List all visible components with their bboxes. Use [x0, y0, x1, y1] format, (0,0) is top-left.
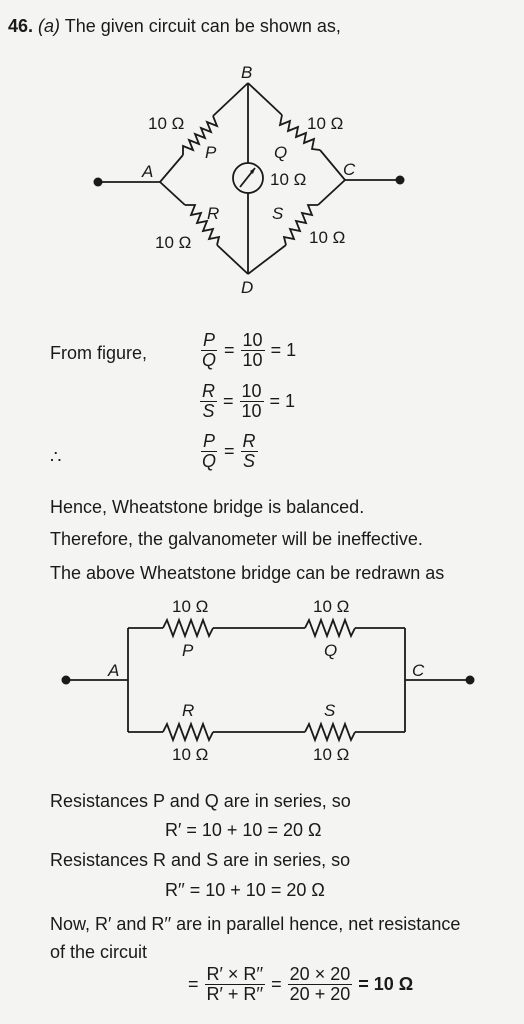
- resistor-q2-zigzag: [304, 617, 356, 639]
- resistor-p2-zigzag: [162, 617, 214, 639]
- balanced-statement: Hence, Wheatstone bridge is balanced.: [50, 497, 365, 517]
- galvanometer-statement: Therefore, the galvanometer will be inef…: [50, 529, 423, 549]
- therefore-symbol: ∴: [50, 447, 62, 467]
- redrawn-circuit-diagram: 10 Ω P 10 Ω Q A C R 10 Ω S 10 Ω: [61, 597, 475, 764]
- resistor-r-value: 10 Ω: [155, 233, 191, 252]
- series-rs-text: Resistances R and S are in series, so: [50, 850, 351, 870]
- question-number: 46.: [8, 16, 34, 36]
- resistor-q-name: Q: [274, 143, 287, 162]
- series-pq-text: Resistances P and Q are in series, so: [50, 791, 351, 811]
- redrawn-statement: The above Wheatstone bridge can be redra…: [50, 563, 445, 583]
- terminal-right: [465, 675, 475, 685]
- node-c2-label: C: [412, 661, 425, 680]
- series-rs-equation: R′′ = 10 + 10 = 20 Ω: [165, 880, 325, 900]
- galvanometer-circle: [232, 162, 264, 194]
- resistor-r-zigzag: [185, 204, 221, 246]
- node-d-label: D: [241, 278, 253, 297]
- resistor-q-value: 10 Ω: [307, 114, 343, 133]
- resistor-q-zigzag: [278, 114, 321, 151]
- resistor-r2-value: 10 Ω: [172, 745, 208, 764]
- resistor-r2-zigzag: [162, 721, 214, 743]
- node-a-label: A: [141, 162, 153, 181]
- resistor-r2-name: R: [182, 701, 194, 720]
- parallel-text-line2: of the circuit: [50, 942, 148, 962]
- terminal-left: [93, 177, 103, 187]
- resistor-q2-value: 10 Ω: [313, 597, 349, 616]
- resistor-p-name: P: [205, 143, 217, 162]
- resistor-s2-zigzag: [304, 721, 356, 743]
- series-pq-equation: R′ = 10 + 10 = 20 Ω: [165, 820, 322, 840]
- resistor-s-zigzag: [282, 204, 318, 246]
- resistor-p-value: 10 Ω: [148, 114, 184, 133]
- node-b-label: B: [241, 63, 252, 82]
- galvanometer-value: 10 Ω: [270, 170, 306, 189]
- resistor-p-zigzag: [182, 115, 219, 155]
- resistor-p2-name: P: [182, 641, 194, 660]
- terminal-right: [395, 175, 405, 185]
- resistor-r-name: R: [207, 204, 219, 223]
- question-intro: The given circuit can be shown as,: [64, 16, 341, 36]
- resistor-s2-value: 10 Ω: [313, 745, 349, 764]
- resistor-p2-value: 10 Ω: [172, 597, 208, 616]
- node-c-label: C: [343, 160, 356, 179]
- from-figure-label: From figure,: [50, 343, 148, 363]
- terminal-left: [61, 675, 71, 685]
- galvanometer-arrowhead: [250, 168, 255, 174]
- resistor-s-value: 10 Ω: [309, 228, 345, 247]
- parallel-text-line1: Now, R′ and R′′ are in parallel hence, n…: [50, 914, 461, 934]
- question-header: 46. (a) The given circuit can be shown a…: [8, 16, 341, 37]
- node-a2-label: A: [107, 661, 119, 680]
- resistor-s-name: S: [272, 204, 284, 223]
- wheatstone-bridge-diagram: A B C D 10 Ω P 10 Ω Q 10 Ω R 10 Ω S 10 Ω: [93, 63, 405, 297]
- resistor-s2-name: S: [324, 701, 336, 720]
- question-part: (a): [38, 16, 61, 36]
- resistor-q2-name: Q: [324, 641, 337, 660]
